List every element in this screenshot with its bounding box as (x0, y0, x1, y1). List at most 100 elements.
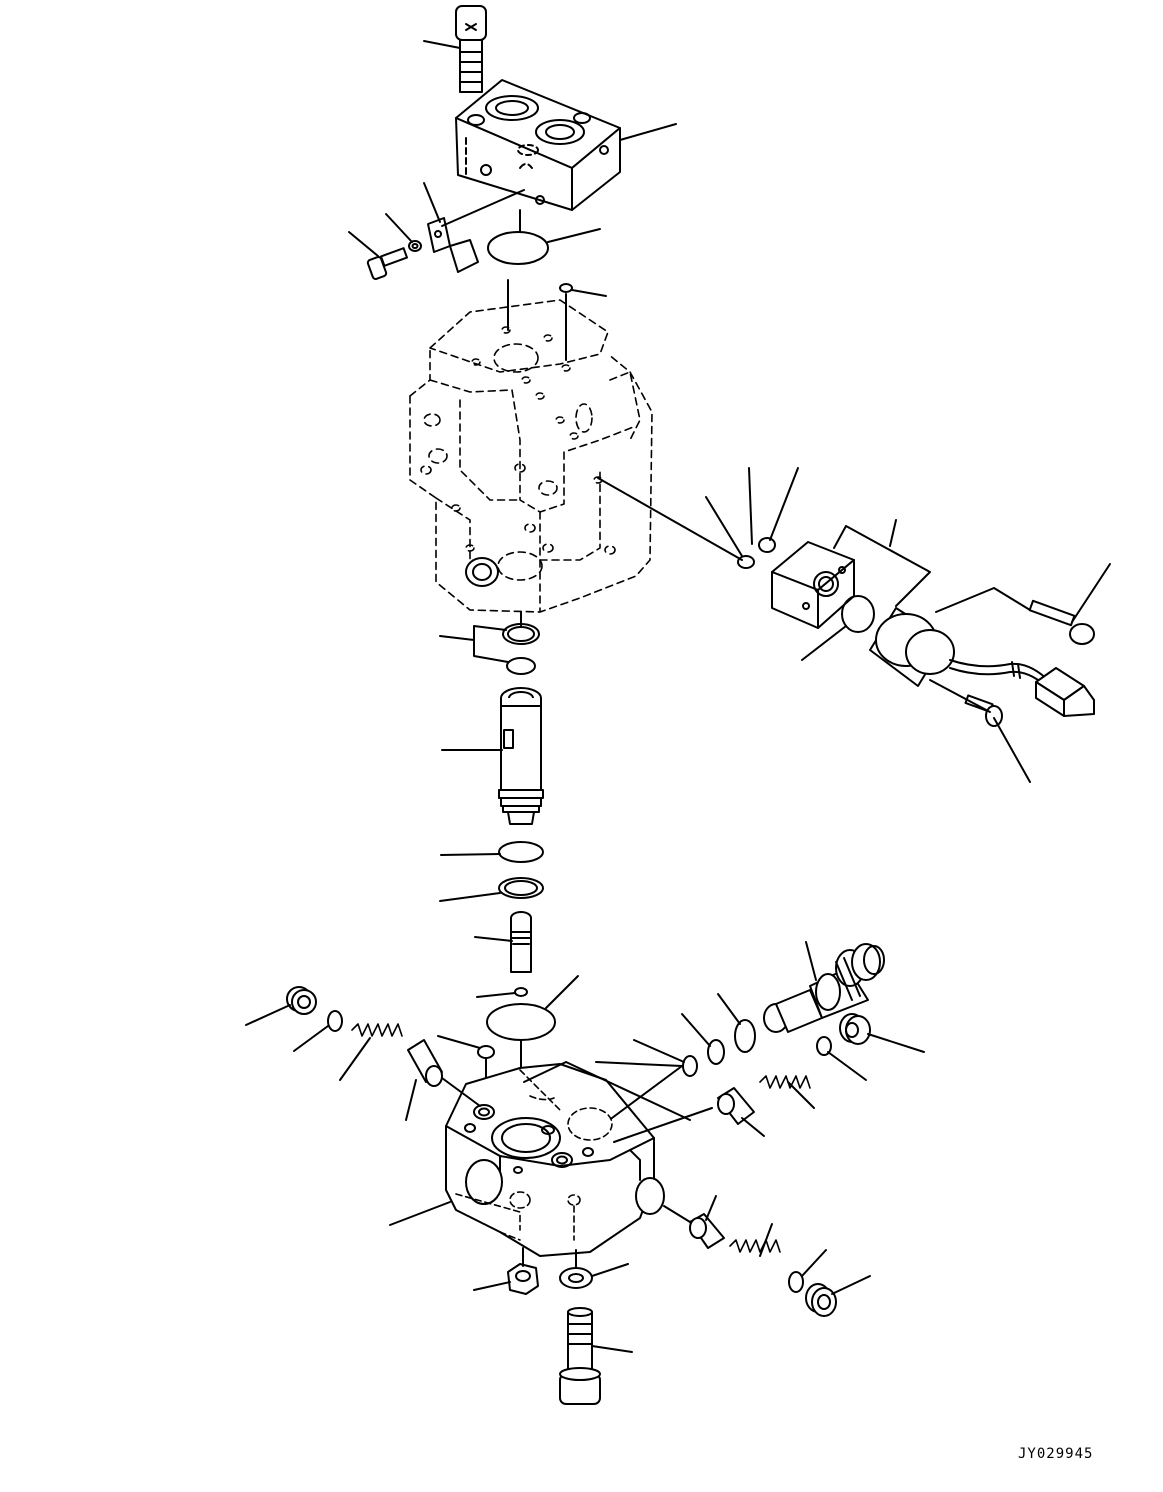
leader-line (620, 124, 676, 140)
leader-line (742, 1118, 764, 1136)
leader-line (340, 1038, 370, 1080)
spring-right (760, 1076, 810, 1088)
small-bolt (367, 248, 407, 280)
leader-line (706, 497, 742, 556)
leader-line (386, 214, 412, 242)
lower-valve-body (446, 1064, 664, 1256)
piston-left (408, 1040, 442, 1086)
spring-left (352, 1024, 402, 1036)
leader-line (424, 183, 440, 222)
small-o-ring-right-b (759, 538, 775, 552)
leader-line (592, 1346, 632, 1352)
leader-line (572, 290, 606, 296)
leader-line (760, 1224, 772, 1256)
leader-line (802, 626, 846, 660)
leader-line (868, 1034, 924, 1052)
large-o-ring-lower (487, 1004, 555, 1040)
small-o-ring-cartridge (683, 1056, 697, 1076)
leader-line (832, 1276, 870, 1294)
leader-line (682, 1014, 710, 1046)
centerline (598, 478, 742, 560)
leader-line (546, 976, 578, 1008)
valve-sleeve (499, 688, 543, 824)
o-ring-middle (499, 842, 543, 862)
washer (409, 241, 421, 251)
top-cover-block (456, 80, 620, 210)
cartridge-valve (764, 944, 884, 1032)
bracket-line (596, 1062, 682, 1118)
solenoid-adapter-block (772, 542, 854, 628)
leader-line (548, 229, 600, 242)
leader-line (474, 1282, 510, 1290)
leader-line (806, 942, 816, 980)
leader-line (246, 1005, 290, 1025)
o-ring-cartridge (735, 1020, 755, 1052)
leader-line (634, 1040, 684, 1062)
leader-line (890, 520, 896, 546)
leader-line (828, 1052, 866, 1080)
o-ring-inner (508, 627, 534, 641)
piston-right (718, 1088, 754, 1124)
bracket-line (834, 526, 930, 606)
leader-line (390, 1202, 450, 1225)
o-ring-left (328, 1011, 342, 1031)
small-o-ring-right-a (738, 556, 754, 568)
leader-line (749, 468, 752, 544)
piston-lower-right (690, 1214, 724, 1248)
small-o-ring (560, 284, 572, 292)
centerline (442, 190, 524, 226)
leader-line (294, 1026, 328, 1051)
leader-line (788, 1082, 814, 1108)
bracket-line (474, 626, 508, 662)
backup-ring (503, 624, 539, 644)
o-ring-middle-inner (505, 881, 537, 895)
plug-right (840, 1014, 870, 1044)
leader-line (477, 993, 515, 997)
hex-nut (508, 1264, 538, 1294)
bracket-line (524, 1062, 690, 1120)
top-cap-screw (456, 6, 486, 92)
backup-ring-cartridge (708, 1040, 724, 1064)
housing-port-fitting (466, 558, 498, 586)
leader-line (994, 718, 1030, 782)
leader-line (349, 232, 378, 256)
leader-line (1072, 564, 1110, 622)
leader-line (475, 937, 512, 941)
leader-line (424, 41, 460, 48)
leader-line (440, 893, 500, 901)
centerline (664, 1206, 690, 1222)
lock-plate (428, 218, 478, 272)
plug-left (287, 987, 316, 1014)
large-o-ring (488, 232, 548, 264)
backup-ring-middle (499, 878, 543, 898)
centerline (442, 1078, 480, 1106)
small-o-ring-lower (515, 988, 527, 996)
leader-line (406, 1080, 416, 1120)
bottom-cap-screw (560, 1308, 600, 1404)
leader-line (438, 1036, 480, 1048)
leader-line (718, 994, 740, 1024)
solenoid-coil (870, 608, 1050, 690)
leader-line (802, 1250, 826, 1276)
leader-line (770, 468, 798, 540)
centerline (614, 1108, 712, 1142)
solenoid-o-ring (842, 596, 874, 632)
solenoid-cap-screw (1030, 601, 1094, 644)
flat-washer (560, 1268, 592, 1288)
plug-lower-right (806, 1284, 836, 1316)
bracket-line (936, 588, 1030, 612)
o-ring-right-lower (817, 1037, 831, 1055)
o-ring-lower-right (789, 1272, 803, 1292)
poppet-valve (511, 912, 531, 972)
solenoid-connector (1036, 668, 1094, 716)
leader-line (592, 1264, 628, 1276)
main-valve-housing (410, 300, 652, 612)
spring-lower-right (730, 1240, 780, 1252)
leader-line (706, 1196, 716, 1220)
leader-line (441, 854, 500, 855)
centerline (930, 680, 990, 712)
seal-ring (507, 658, 535, 674)
leader-line (440, 636, 474, 640)
drawing-reference-code: JY029945 (1018, 1446, 1094, 1462)
